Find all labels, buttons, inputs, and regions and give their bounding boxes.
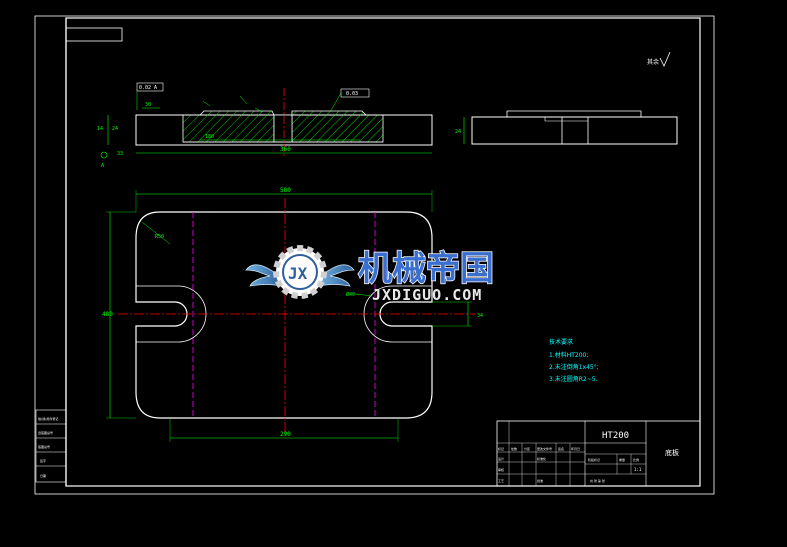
section-view: 360 180 14 24 33 30 A 0.02 A 0.03 [97, 82, 433, 169]
title-row-label-3: 分区 [524, 446, 530, 451]
side-view: 24 [455, 110, 678, 145]
dim-plan-bottom: 290 [280, 431, 291, 438]
title-left-label-4: 标准化 [537, 456, 546, 461]
side-label-2: 旧底图总号 [38, 430, 53, 435]
title-row-label-2: 处数 [511, 446, 517, 451]
roughness-note: 其余 [647, 51, 671, 67]
tech-notes-heading: 技术要求 [549, 338, 573, 346]
title-stage-label-2: 重量 [619, 457, 625, 462]
side-label-3: 底图总号 [38, 444, 50, 449]
watermark-url: JXDIGUO.COM [372, 286, 482, 304]
tech-note-2: 2.未注倒角1x45°; [549, 363, 599, 371]
watermark: JX 机械帝国 JXDIGUO.COM [245, 245, 495, 304]
title-sheet: 共 张 第 张 [590, 478, 605, 483]
plan-view: 580 480 290 R50 Ø40 34 [102, 187, 483, 442]
title-material: HT200 [602, 431, 629, 441]
title-stage-label-1: 阶段标记 [588, 457, 600, 462]
title-row-label-4: 更改文件号 [537, 446, 552, 451]
dim-plan-width: 580 [280, 187, 291, 194]
title-left-label-5: 批准 [537, 478, 543, 483]
dim-slot-width: Ø40 [346, 291, 355, 298]
tech-note-1: 1.材料HT200; [549, 351, 588, 359]
title-left-label-1: 设计 [498, 456, 504, 461]
dim-section-left-a: 14 [97, 126, 103, 132]
dim-section-left-b: 24 [112, 126, 118, 132]
dim-plan-height: 480 [102, 311, 113, 318]
section-hatch-left [182, 110, 275, 143]
tech-note-3: 3.未注圆角R2~5. [549, 375, 598, 383]
dim-section-left-c: 33 [117, 151, 123, 157]
watermark-wing-right-icon [317, 264, 355, 287]
tech-notes: 技术要求 1.材料HT200; 2.未注倒角1x45°; 3.未注圆角R2~5. [549, 338, 599, 383]
title-row-label-1: 标记 [498, 446, 504, 451]
tolerance-frame-right: 0.03 [346, 91, 358, 97]
tolerance-frame-left: 0.02 A [139, 85, 157, 91]
dim-section-top: 30 [145, 102, 151, 108]
side-label-5: 日期 [40, 473, 46, 478]
section-hatch-right [291, 110, 384, 143]
plan-outline [135, 211, 433, 419]
side-registration-block: 借(通)用件登记 旧底图总号 底图总号 签字 日期 [35, 409, 67, 483]
watermark-emblem: JX [288, 264, 308, 283]
watermark-wing-left-icon [245, 264, 283, 287]
dim-plan-radius: R50 [155, 234, 164, 240]
corner-tag-box [65, 27, 123, 42]
dim-slot-depth: 34 [477, 313, 483, 319]
title-left-label-3: 工艺 [498, 478, 504, 483]
roughness-note-text: 其余 [647, 58, 659, 66]
dim-section-bottom: 360 [280, 146, 291, 153]
title-row-label-5: 签名 [558, 446, 564, 451]
title-stage-label-3: 比例 [633, 457, 639, 462]
title-left-label-2: 审核 [498, 467, 504, 472]
title-row-label-6: 年月日 [571, 446, 580, 451]
roughness-symbol-icon [659, 51, 671, 67]
side-label-1: 借(通)用件登记 [38, 416, 58, 421]
outer-frame [34, 15, 715, 495]
side-label-4: 签字 [40, 458, 46, 463]
title-block: HT200 底板 标记 处数 分区 更改文件号 签名 年月日 设计 审核 工艺 … [496, 420, 701, 487]
dim-side-height: 24 [455, 129, 461, 135]
title-scale: 1:1 [634, 467, 642, 472]
dim-section-inner: 180 [205, 134, 214, 140]
datum-label: A [101, 163, 104, 169]
title-part-name: 底板 [665, 448, 679, 457]
datum-marker-icon [100, 151, 108, 159]
watermark-text: 机械帝国 [358, 249, 494, 289]
